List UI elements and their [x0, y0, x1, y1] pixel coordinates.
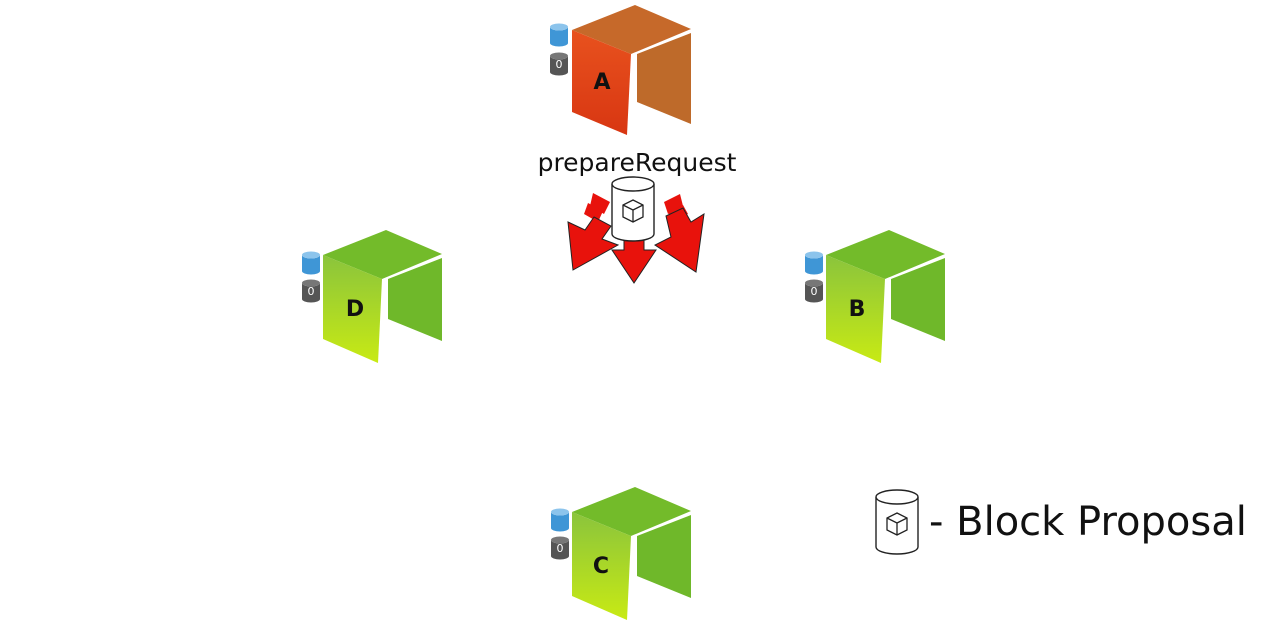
arrow-to-b — [654, 194, 705, 273]
node-d-label: D — [346, 297, 364, 322]
node-c-top-face — [572, 487, 691, 536]
node-d-right-face — [388, 258, 442, 341]
node-b-count: 0 — [811, 285, 818, 298]
block-proposal-icon — [611, 176, 655, 242]
legend-label: - Block Proposal — [929, 499, 1247, 545]
node-c-right-face — [637, 515, 691, 598]
arrow-to-c — [611, 234, 657, 284]
message-label: prepareRequest — [538, 148, 737, 177]
node-c-count: 0 — [557, 542, 564, 555]
node-d-front-face — [323, 255, 382, 363]
node-b-label: B — [849, 297, 866, 322]
node-a-label: A — [593, 70, 610, 95]
node-a-right-face — [637, 33, 691, 124]
node-b-block-db-icon — [804, 251, 824, 275]
arrow-to-d — [567, 193, 620, 271]
broadcast-arrows — [567, 193, 705, 284]
node-a-block-db-icon — [549, 23, 569, 47]
node-b-front-face — [826, 255, 885, 363]
node-a-top-face — [572, 5, 691, 54]
node-c-front-face — [572, 512, 631, 620]
legend: - Block Proposal — [875, 489, 1247, 555]
node-d-count: 0 — [308, 285, 315, 298]
node-a-count: 0 — [556, 58, 563, 71]
node-b: 0 B — [804, 230, 945, 363]
node-a-front-face — [572, 30, 631, 135]
node-a: 0 A — [549, 5, 691, 135]
node-d: 0 D — [301, 230, 442, 363]
node-d-block-db-icon — [301, 251, 321, 275]
legend-block-proposal-icon — [875, 489, 919, 555]
node-b-top-face — [826, 230, 945, 279]
node-c-label: C — [593, 554, 609, 579]
node-c-block-db-icon — [550, 508, 570, 532]
node-d-top-face — [323, 230, 442, 279]
node-c: 0 C — [550, 487, 691, 620]
node-b-right-face — [891, 258, 945, 341]
